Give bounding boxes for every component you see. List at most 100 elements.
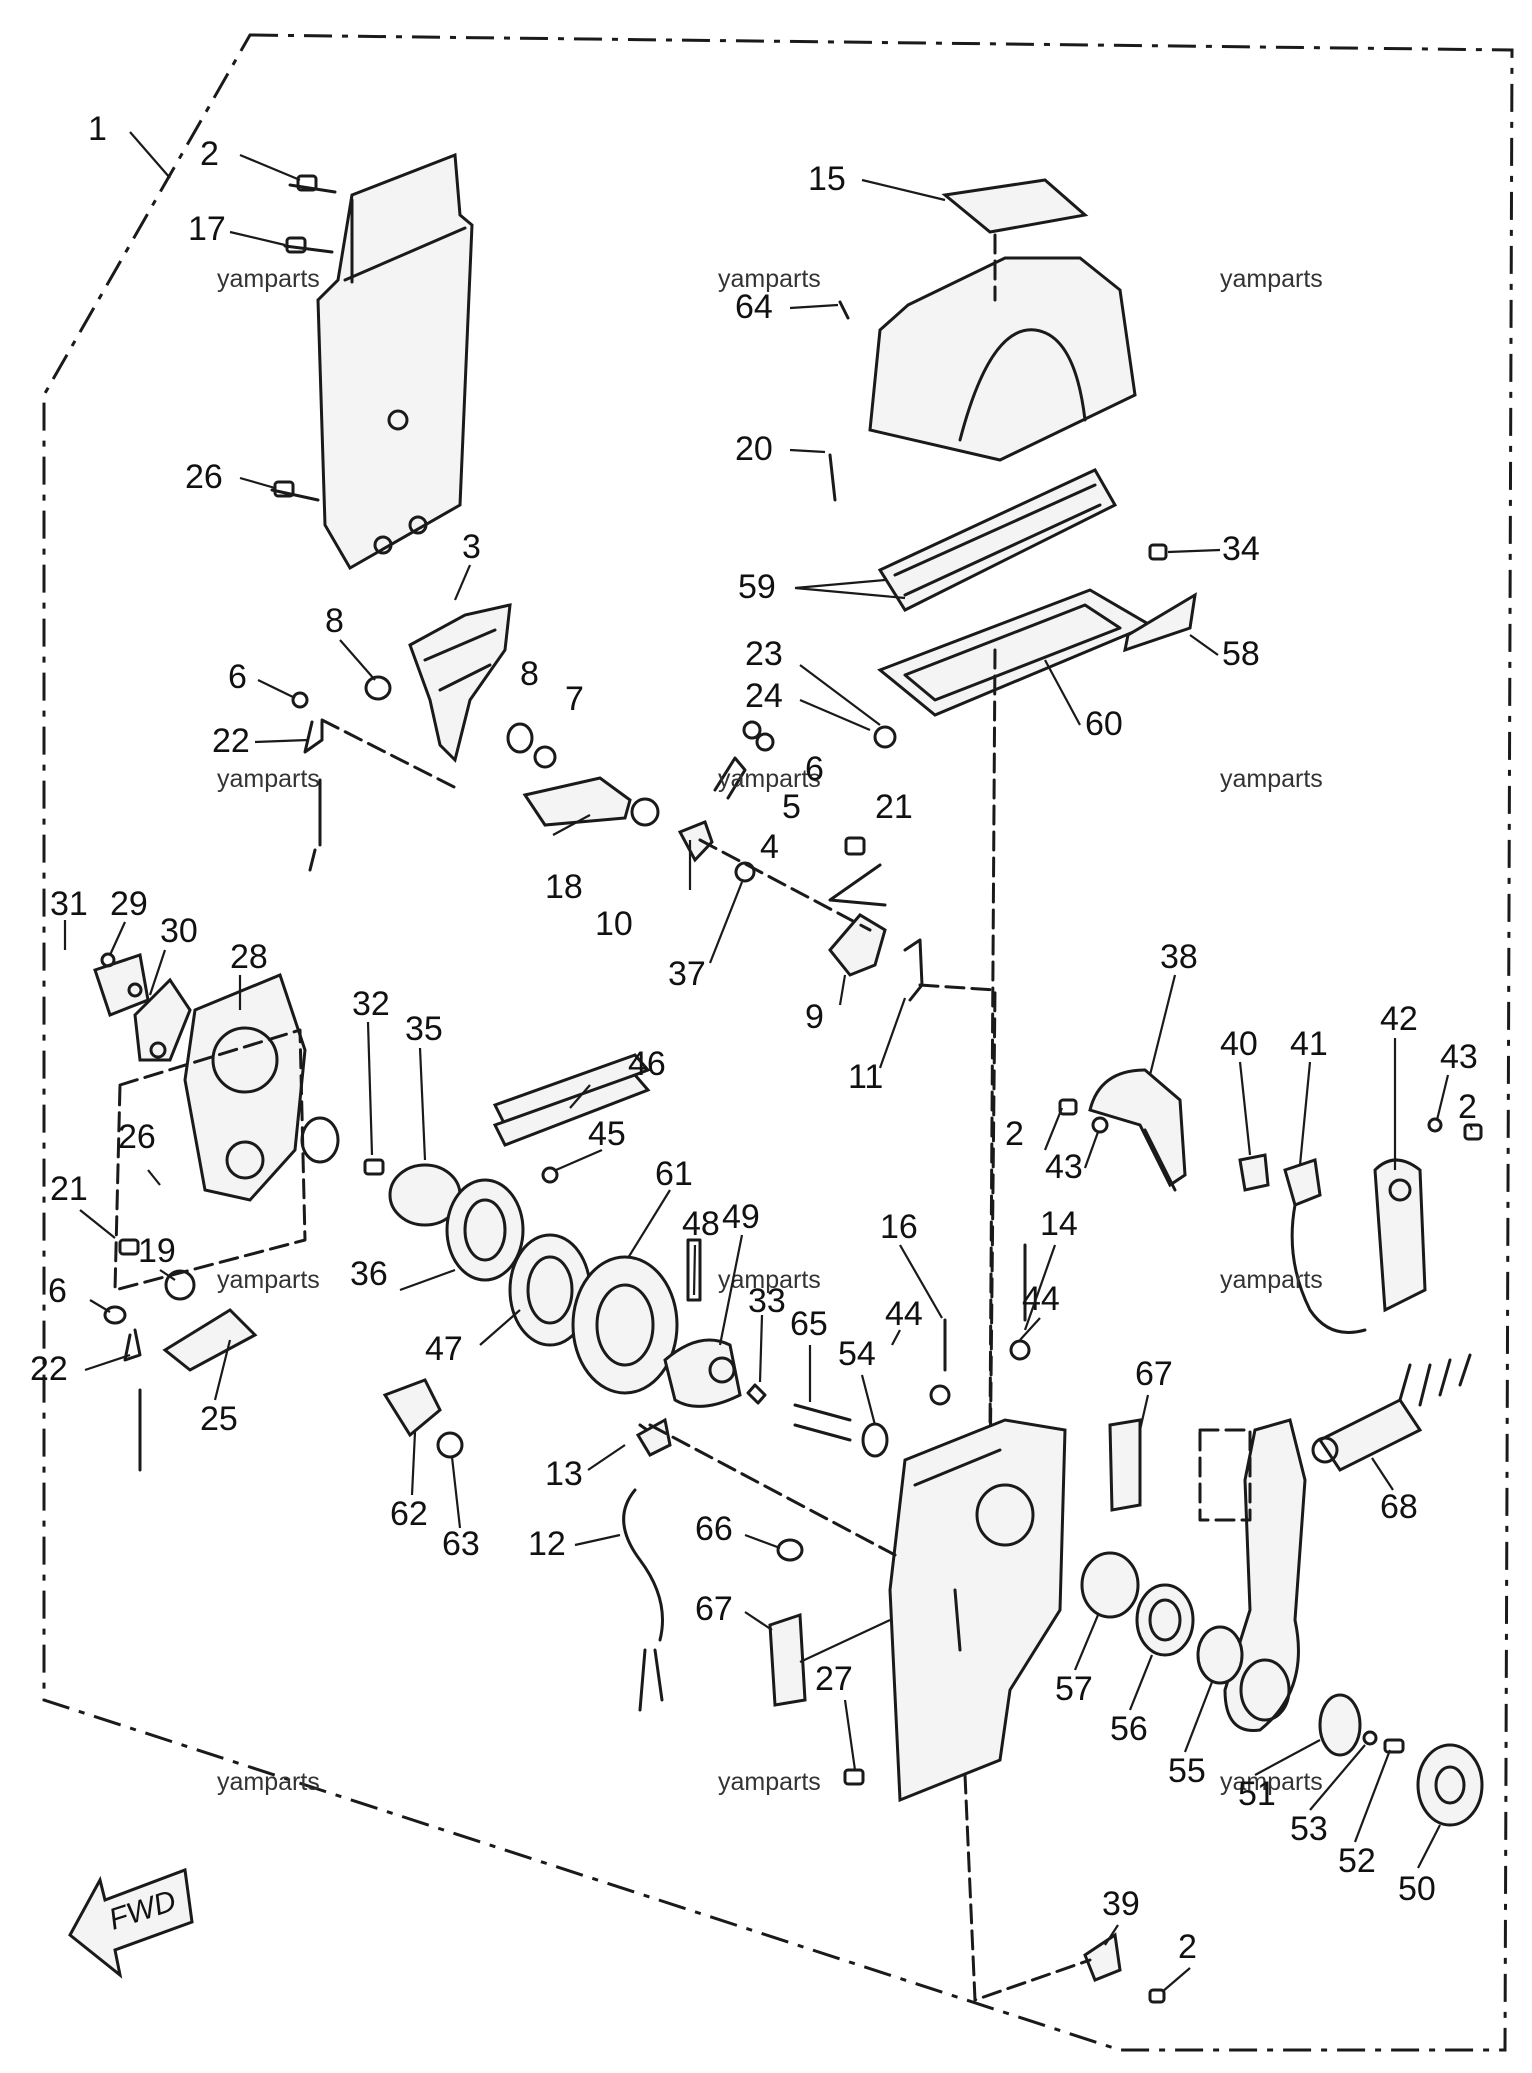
callout: 54 <box>838 1335 876 1373</box>
callout: 51 <box>1238 1775 1276 1813</box>
callout: 2 <box>1178 1928 1197 1966</box>
callout: 2 <box>1458 1088 1477 1126</box>
callout: 27 <box>815 1660 853 1698</box>
callout: 62 <box>390 1495 428 1533</box>
watermark: yamparts <box>217 1768 320 1796</box>
watermark: yamparts <box>718 765 821 793</box>
callout: 61 <box>655 1155 693 1193</box>
watermark: yamparts <box>217 1266 320 1294</box>
callout: 12 <box>528 1525 566 1563</box>
callout: 18 <box>545 868 583 906</box>
callout: 26 <box>118 1118 156 1156</box>
callout: 1 <box>88 110 107 148</box>
gear-mechanism <box>363 1053 1031 1459</box>
watermark: yamparts <box>1220 1768 1323 1796</box>
callout: 2 <box>1005 1115 1024 1153</box>
callout: 67 <box>695 1590 733 1628</box>
callout: 66 <box>695 1510 733 1548</box>
callout: 6 <box>228 658 247 696</box>
callout: 63 <box>442 1525 480 1563</box>
callout: 45 <box>588 1115 626 1153</box>
callout: 44 <box>885 1295 923 1333</box>
callout: 52 <box>1338 1842 1376 1880</box>
callout: 21 <box>875 788 913 826</box>
callout: 20 <box>735 430 773 468</box>
callout: 55 <box>1168 1752 1206 1790</box>
callout: 65 <box>790 1305 828 1343</box>
callout: 9 <box>805 998 824 1036</box>
callout: 30 <box>160 912 198 950</box>
callout: 26 <box>185 458 223 496</box>
callout: 49 <box>722 1198 760 1236</box>
callout: 53 <box>1290 1810 1328 1848</box>
callout: 25 <box>200 1400 238 1438</box>
callout: 4 <box>760 828 779 866</box>
callout: 13 <box>545 1455 583 1493</box>
top-cover-assembly <box>828 178 1197 1432</box>
callout: 10 <box>595 905 633 943</box>
callout: 28 <box>230 938 268 976</box>
callout: 11 <box>848 1058 883 1096</box>
callout: 15 <box>808 160 846 198</box>
callout: 19 <box>138 1232 176 1270</box>
callout: 7 <box>565 680 584 718</box>
callout: 43 <box>1440 1038 1478 1076</box>
callout: 60 <box>1085 705 1123 743</box>
watermark: yamparts <box>718 265 821 293</box>
callout: 34 <box>1222 530 1260 568</box>
callout: 31 <box>50 885 88 923</box>
callout: 43 <box>1045 1148 1083 1186</box>
center-linkage <box>677 720 997 1482</box>
callout: 3 <box>462 528 481 566</box>
callout: 59 <box>738 568 776 606</box>
watermark: yamparts <box>1220 765 1323 793</box>
callout: 8 <box>520 655 539 693</box>
callout: 67 <box>1135 1355 1173 1393</box>
callout: 32 <box>352 985 390 1023</box>
callout: 41 <box>1290 1025 1328 1063</box>
assembly-boundary <box>42 33 1514 2052</box>
callout: 46 <box>628 1045 666 1083</box>
callout: 36 <box>350 1255 388 1293</box>
callout: 17 <box>188 210 226 248</box>
callout: 47 <box>425 1330 463 1368</box>
callout: 5 <box>782 788 801 826</box>
callout: 68 <box>1380 1488 1418 1526</box>
callout: 35 <box>405 1010 443 1048</box>
callout: 14 <box>1040 1205 1078 1243</box>
main-housing <box>622 1417 1142 1803</box>
shift-linkage <box>291 603 660 872</box>
callout: 50 <box>1398 1870 1436 1908</box>
callout: 29 <box>110 885 148 923</box>
callout: 37 <box>668 955 706 993</box>
watermark: yamparts <box>1220 265 1323 293</box>
callout: 24 <box>745 677 783 715</box>
side-plate-assembly <box>93 952 340 1472</box>
callout: 38 <box>1160 938 1198 976</box>
callout: 22 <box>212 722 250 760</box>
callout: 57 <box>1055 1670 1093 1708</box>
watermark: yamparts <box>1220 1266 1323 1294</box>
callout: 64 <box>735 288 773 326</box>
callout: 40 <box>1220 1025 1258 1063</box>
callouts: 1 2 17 26 3 8 6 22 8 7 18 23 24 6 5 4 21… <box>30 110 1478 1966</box>
callout: 8 <box>325 602 344 640</box>
callout: 6 <box>48 1272 67 1310</box>
watermark: yamparts <box>718 1768 821 1796</box>
watermark: yamparts <box>217 765 320 793</box>
callout: 2 <box>200 135 219 173</box>
callout: 33 <box>748 1282 786 1320</box>
control-lever-assembly <box>963 1068 1484 2004</box>
fwd-arrow: FWD <box>68 1867 194 1979</box>
callout: 6 <box>805 750 824 788</box>
callout: 23 <box>745 635 783 673</box>
callout: 48 <box>682 1205 720 1243</box>
callout: 58 <box>1222 635 1260 673</box>
callout: 39 <box>1102 1885 1140 1923</box>
callout: 56 <box>1110 1710 1148 1748</box>
watermarks: yamparts yamparts yamparts yamparts yamp… <box>217 265 1323 1796</box>
callout: 42 <box>1380 1000 1418 1038</box>
callout: 22 <box>30 1350 68 1388</box>
leader-lines <box>63 153 1474 1993</box>
